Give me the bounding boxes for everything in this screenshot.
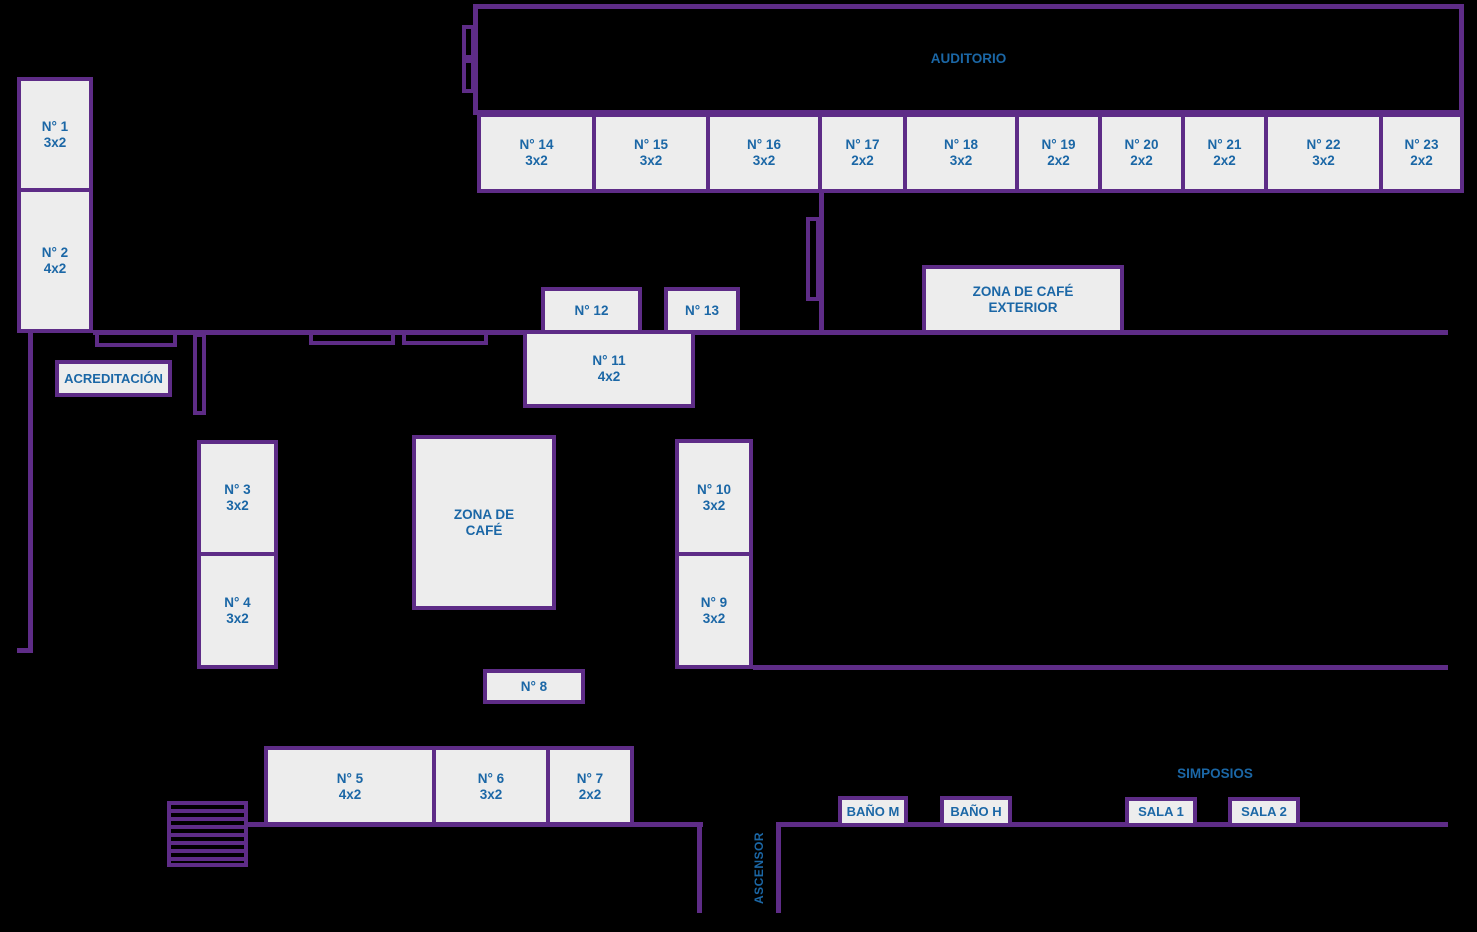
wall-segment	[776, 822, 781, 913]
door-opening-icon	[806, 217, 820, 301]
stairs-icon	[167, 801, 248, 867]
acreditacion-room: ACREDITACIÓN	[55, 360, 172, 397]
sala-1-room: SALA 1	[1125, 797, 1197, 827]
door-opening-icon	[95, 331, 177, 347]
wall-segment	[93, 330, 1448, 335]
ascensor-label: ASCENSOR	[752, 832, 766, 905]
booth-13: N° 13	[664, 287, 740, 334]
auditorio-room: AUDITORIO	[473, 4, 1464, 115]
wall-segment	[17, 648, 33, 653]
door-opening-icon	[462, 25, 475, 59]
wall-segment	[28, 333, 33, 653]
zona-cafe-room: ZONA DE CAFÉ	[412, 435, 556, 610]
wall-segment	[753, 665, 1448, 670]
wall-segment	[819, 193, 824, 333]
acreditacion-label: ACREDITACIÓN	[64, 370, 163, 386]
booth-8: N° 8	[483, 669, 585, 704]
wall-stub	[193, 333, 206, 415]
auditorio-label: AUDITORIO	[930, 51, 1007, 67]
booth-12: N° 12	[541, 287, 642, 334]
wall-segment	[248, 822, 703, 827]
bano-h-room: BAÑO H	[940, 796, 1012, 827]
simposios-label: SIMPOSIOS	[1177, 766, 1253, 781]
wall-segment	[697, 822, 702, 913]
wall-segment	[781, 822, 1448, 827]
door-opening-icon	[309, 331, 395, 345]
zona-cafe-exterior-room: ZONA DE CAFÉ EXTERIOR	[922, 265, 1124, 334]
sala-2-room: SALA 2	[1228, 797, 1300, 827]
door-opening-icon	[462, 59, 475, 93]
door-opening-icon	[402, 331, 488, 345]
bano-m-room: BAÑO M	[838, 796, 908, 827]
